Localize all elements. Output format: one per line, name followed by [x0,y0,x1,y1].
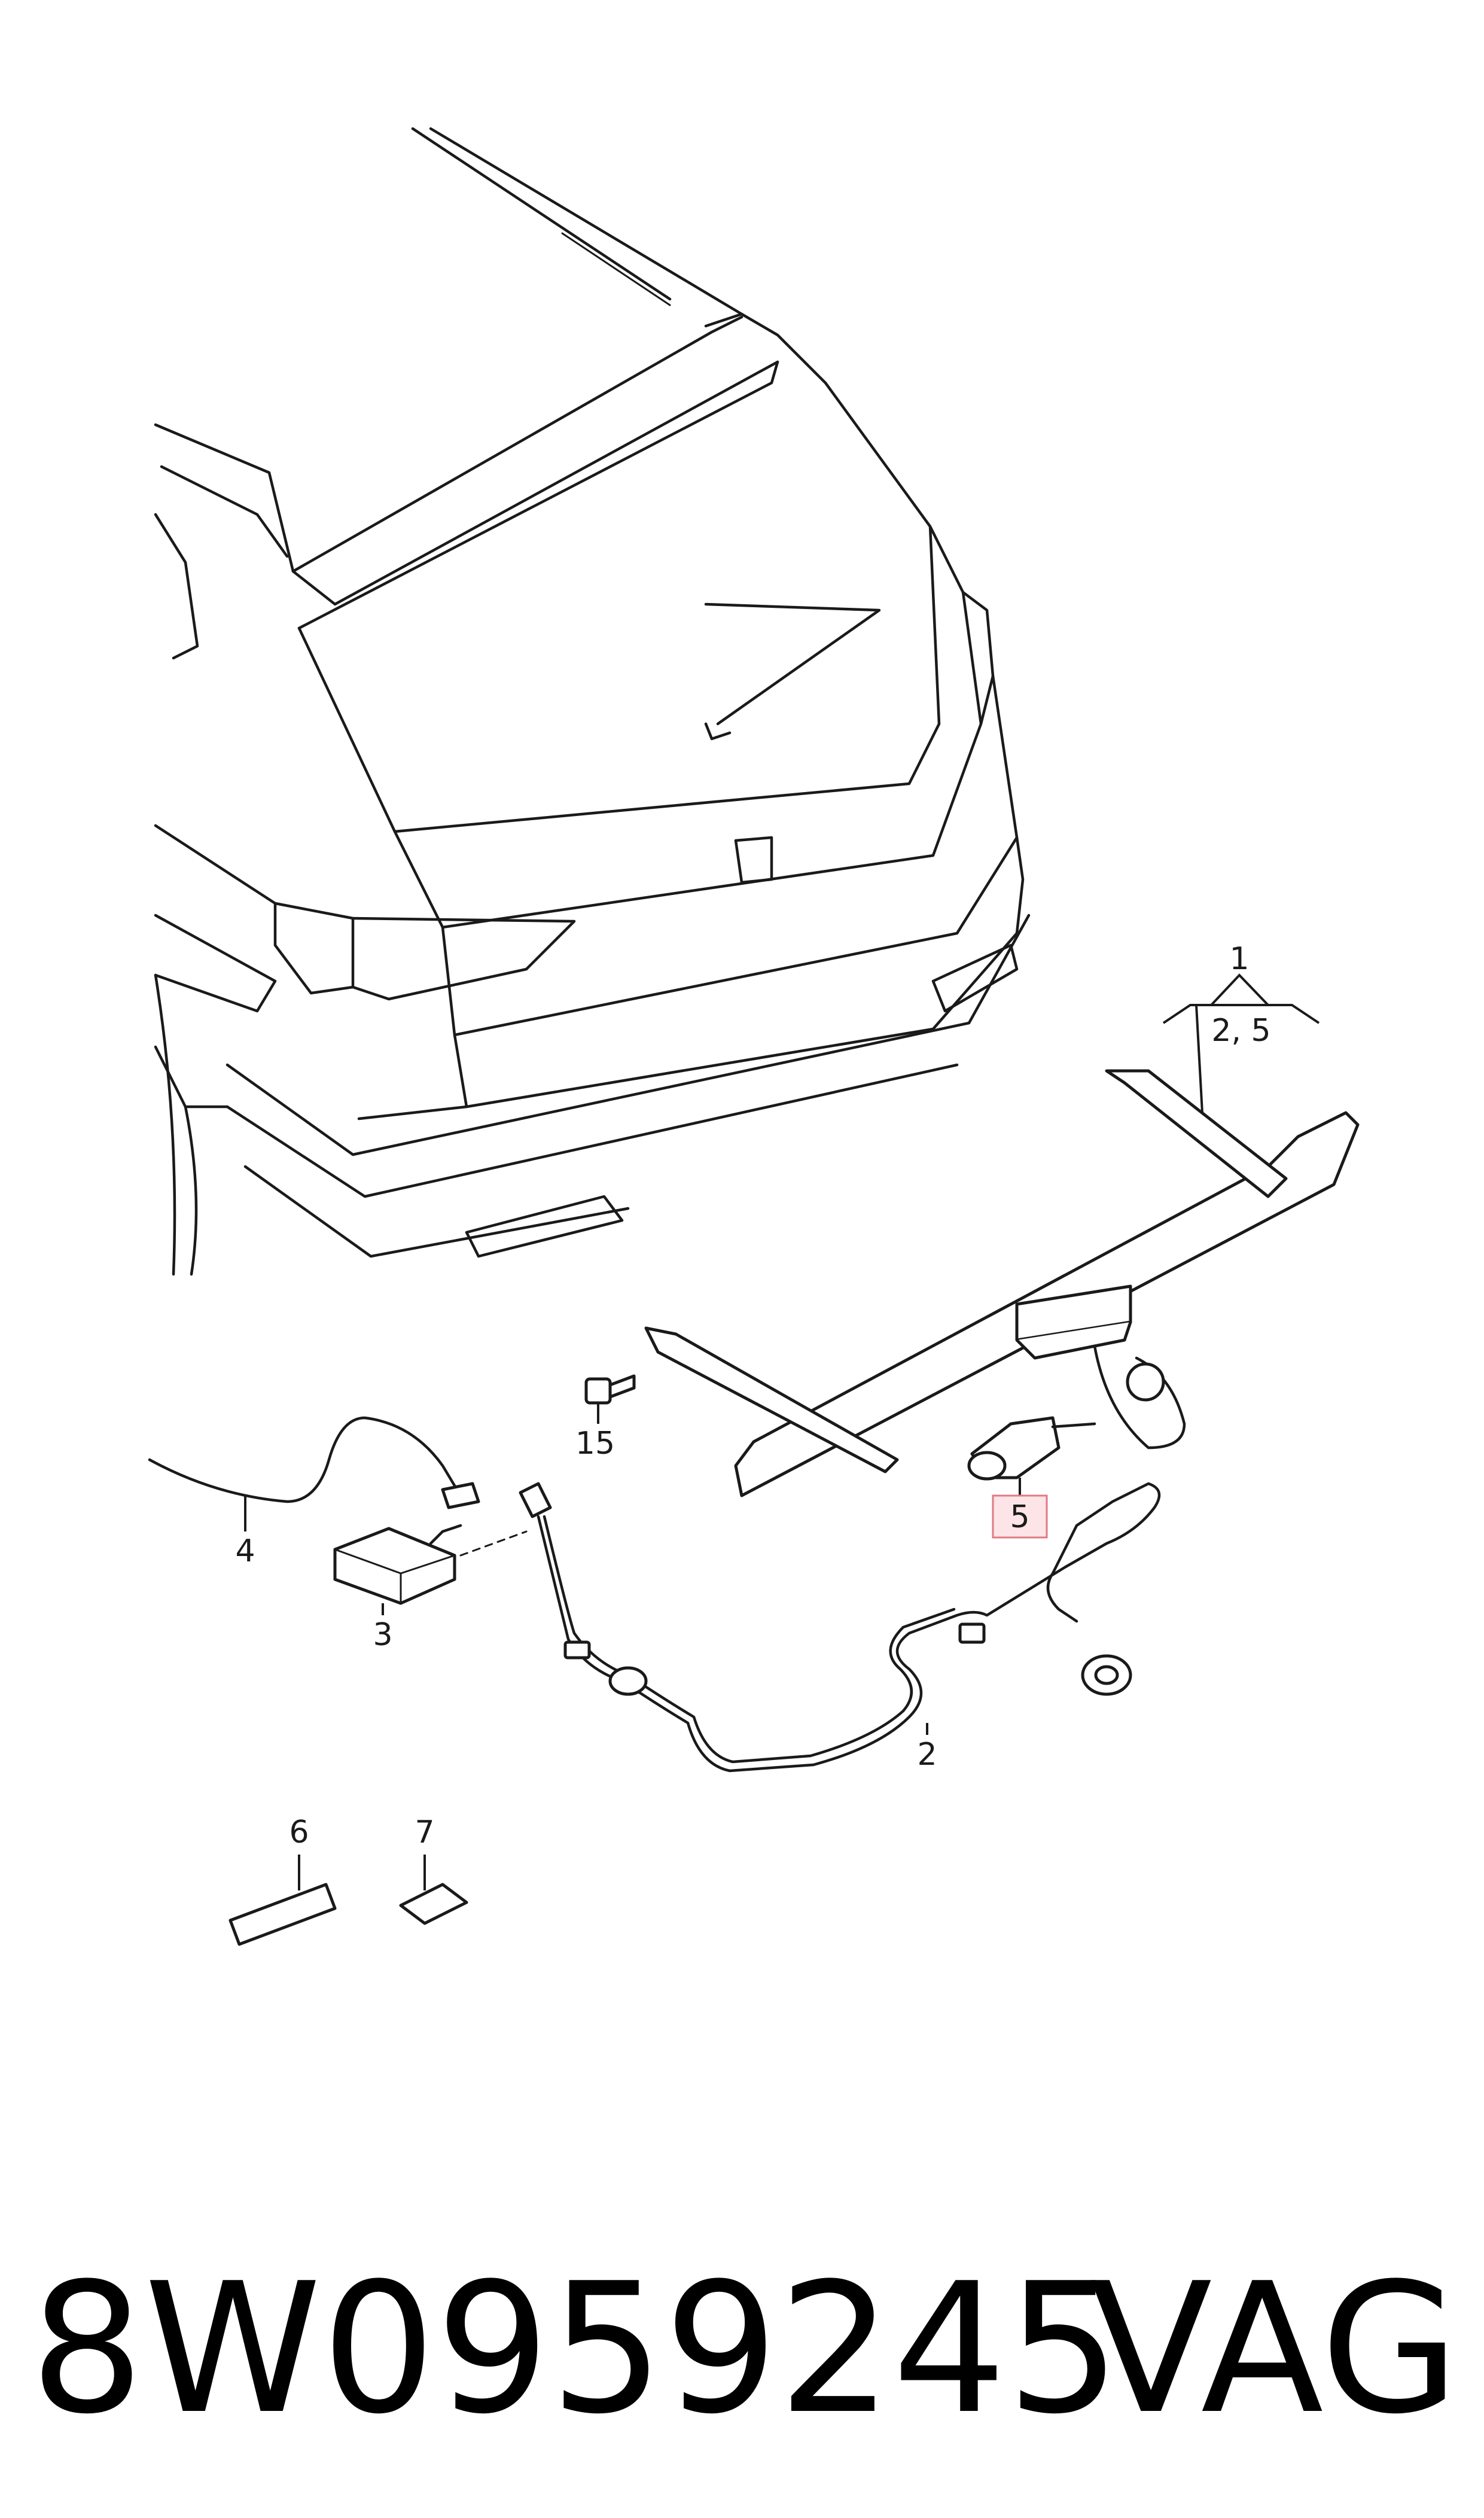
leader-lines [244,973,1320,1890]
callout-3: 3 [373,1617,392,1653]
control-unit-part[interactable] [333,1524,528,1605]
adhesive-pad-small-part[interactable] [399,1883,468,1925]
part-number-text: 8W0959245 [30,2245,1121,2453]
callout-15: 15 [575,1426,615,1462]
callout-4: 4 [235,1533,255,1569]
callout-5: 5 [1010,1499,1029,1535]
callout-6: 6 [289,1814,309,1850]
car-rear-outline [154,127,1031,1276]
socket-module-part[interactable] [967,1416,1096,1481]
callout-1-subitems: 2, 5 [1211,1013,1270,1049]
adhesive-pad-large-part[interactable] [228,1883,337,1946]
tow-bar-assembly[interactable] [584,1069,1360,1497]
wiring-harness-part[interactable] [519,1482,1161,1773]
callout-2: 2 [917,1737,937,1773]
bolt-head-icon[interactable] [584,1377,612,1405]
callout-7: 7 [415,1814,434,1850]
brand-text: VAG [1090,2245,1459,2453]
callout-5-highlight [992,1494,1048,1539]
callout-1: 1 [1229,941,1249,977]
cable-part[interactable] [148,1416,480,1509]
